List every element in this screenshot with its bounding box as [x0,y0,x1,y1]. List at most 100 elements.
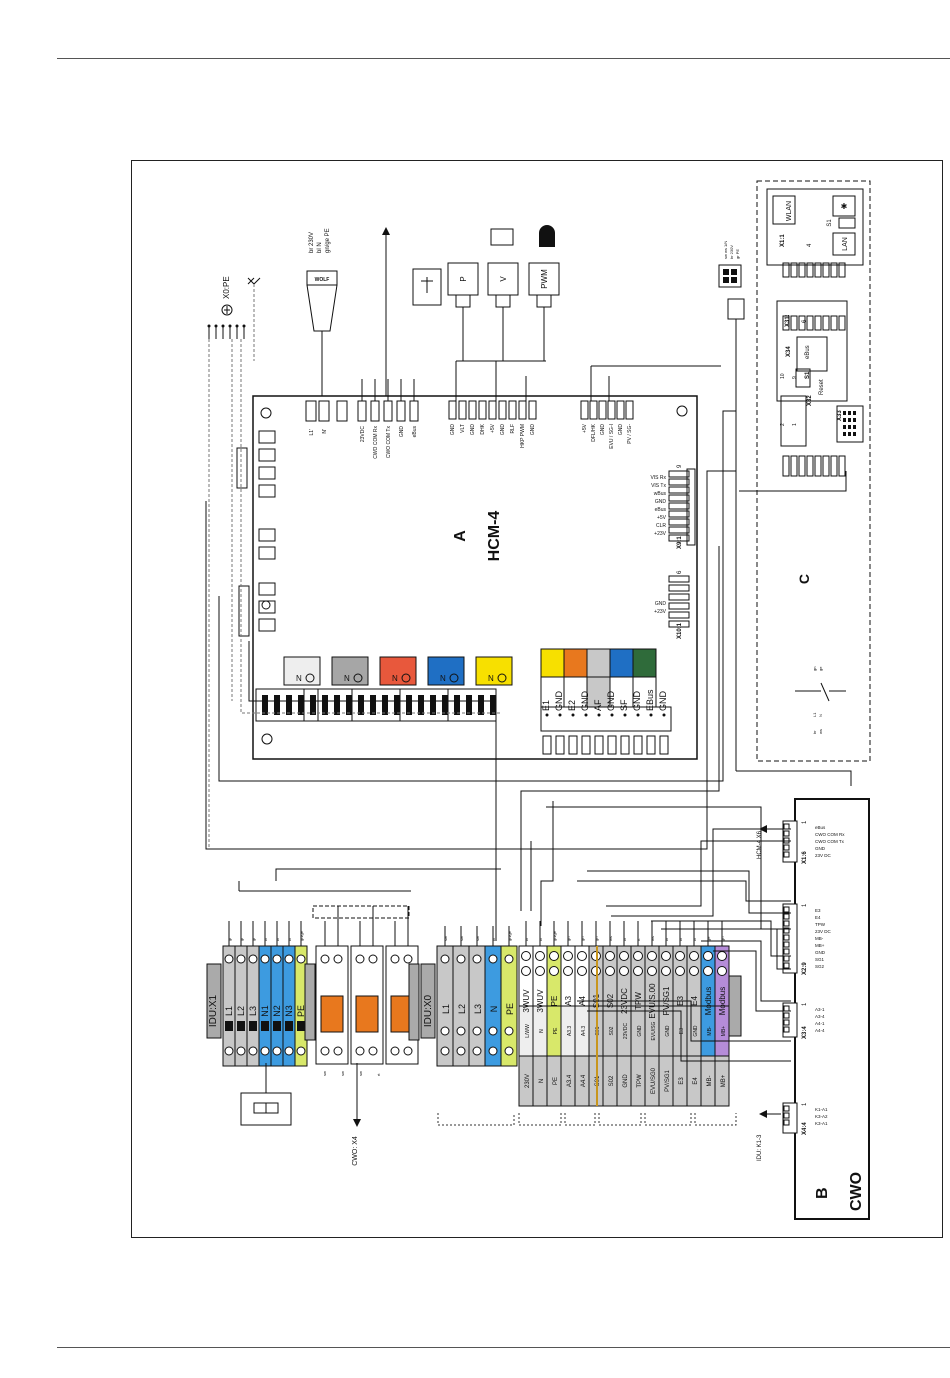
sensor-pin-label: RLF [510,424,516,433]
pin-9: 9 [792,376,798,379]
input-terminal-label: AF [593,699,603,711]
idu-x1-terminal: L2 [236,1006,246,1016]
idu-x0-label: IDU:X0 [423,994,434,1027]
cwo-pin-label: GND [399,426,405,438]
switch-l1: L1 [812,712,817,717]
strip-middle-label: PE [553,1027,559,1034]
sensor-label: PWM [540,269,549,289]
module-c: WLAN ✱ S1 LAN X1:1 4 sw ws 1/N br 230V g… [718,180,871,771]
cwo-x29-pin: SG1 [815,957,825,962]
strip-middle-label: GND [637,1025,643,1037]
cwo-x29-pin: MB- [815,936,824,941]
idu-x1-strip: IDU:X1L1grL2grL3grN1blN2blN3blPEgn/ge [206,921,308,1067]
cwo-x29-pin: GND [815,950,826,955]
sensor-pin-label: GND [530,424,536,436]
cwo-x16-pin: CWO COM Rx [815,832,845,837]
wiring-diagram: A HCM-4 L1' N' 23VDC CWO COM Rx CWO COM Tx… [205,180,871,1220]
x9-pin-label: +23V [654,531,666,537]
strip-middle-label: GND [693,1025,699,1037]
n-terminal-label: N [488,674,494,683]
cwo-title: CWO [848,1172,865,1211]
plug-230v: br 230V [309,232,315,253]
cwo-pin-label: eBus [412,426,418,438]
sensor-pin-label: GND [450,424,456,436]
cwo-x34-pin: A4-4 [815,1028,825,1033]
strip-upper-label: 3WUV [522,989,531,1013]
sensor-label: P [459,276,468,281]
reset-label: Reset [819,379,825,395]
relay-wire-label: sw [322,1071,327,1076]
cwo-x34-pin: A3-1 [815,1007,825,1012]
cwo-x29-end: 1 [802,903,808,907]
cwo-x29-pin: SG2 [815,964,825,969]
cwo-x29-label: X2:9 [802,962,808,975]
hcm4-letter: A [452,530,469,542]
input-blocks [540,648,657,708]
plug-n: bl N [317,242,323,253]
strip-lower-label: N [539,1079,545,1083]
strip-lower-label: PV/SG1 [665,1070,671,1092]
idu-x1-terminal: N2 [272,1005,282,1017]
switch-ws: ws [818,729,823,734]
x10-end: 6 [677,570,683,574]
strip-lower-label: PE [553,1077,559,1085]
hcm4-title: HCM-4 [486,511,503,562]
cwo-x16-ref: HCM-4 X6 [757,830,763,859]
cwo-pin-label: CWO COM Rx [373,426,379,459]
cwo-x4-ref: CWO: X4 [352,1136,359,1166]
relay-wire-label: rt [376,1073,381,1076]
s1-switch-label: S1 [805,371,811,379]
idu-x1-label: IDU:X1 [208,994,219,1027]
strip-lower-label: EVU/SG0 [651,1067,657,1094]
switch-s: gn ge L1 N br ws [795,666,846,734]
earth-symbol: X0:PE [207,276,261,849]
cwo-x44-end: 1 [802,1102,808,1106]
strip-upper-label: E4 [690,996,699,1006]
strip-middle-label: A4.3 [581,1026,587,1037]
evu-pin-label: EVU / SG-I [609,424,615,449]
strip-lower-label: E3 [679,1077,685,1085]
cwo-x16-pin: CWO COM Tx [815,839,845,844]
cwo-x29-pin: 23V DC [815,929,832,934]
pin-n: N' [322,429,328,434]
sensor-pin-label: GND [470,424,476,436]
x10-label: X10:1 [677,622,683,639]
cwo-x29-pin: MB+ [815,943,825,948]
n-terminal-label: N [440,674,446,683]
cwo-x16-end: 1 [802,820,808,824]
strip-middle-label: 23VDC [623,1023,629,1040]
c-power-1: sw ws 1/N [723,241,728,259]
relay-wire-label: sw [340,1071,345,1076]
strip-middle-label: EVU/SG [651,1021,657,1040]
idu-x1-terminal: N3 [284,1005,294,1017]
strip-middle-label: MB+ [721,1026,727,1037]
strip-lower-label: MB+ [721,1074,727,1087]
input-terminal-label: GND [658,691,668,712]
evu-pin-label: PV / SG- [627,424,633,444]
strip-lower-label: MB- [707,1076,713,1087]
evu-pin-label: DFL/HK [591,423,597,441]
evu-pin-label: +5V [582,423,588,433]
wolf-plug: WOLF br 230V bl N gn/ge PE [306,228,338,396]
switch-n: N [818,714,823,717]
strip-upper-label: A3 [564,996,573,1006]
x9-pin-label: GND [655,499,667,505]
x32-label: X32 [807,395,813,406]
sensor-pin-label: +5V [490,423,496,433]
sensor-label: V [499,276,508,282]
left-connectors [236,430,276,637]
sensor-pin-label: VLT [460,424,466,433]
idu-x0-terminal: L2 [457,1004,467,1014]
pin-l1: L1' [309,429,315,436]
strip-upper-label: Modbus [704,987,713,1015]
strip-middle-label: N [539,1029,545,1033]
idu-x1-terminal: L1 [224,1006,234,1016]
input-terminal-label: GND [632,691,642,712]
strip-middle-label: E3 [679,1028,685,1034]
x11-end: 4 [807,243,813,247]
